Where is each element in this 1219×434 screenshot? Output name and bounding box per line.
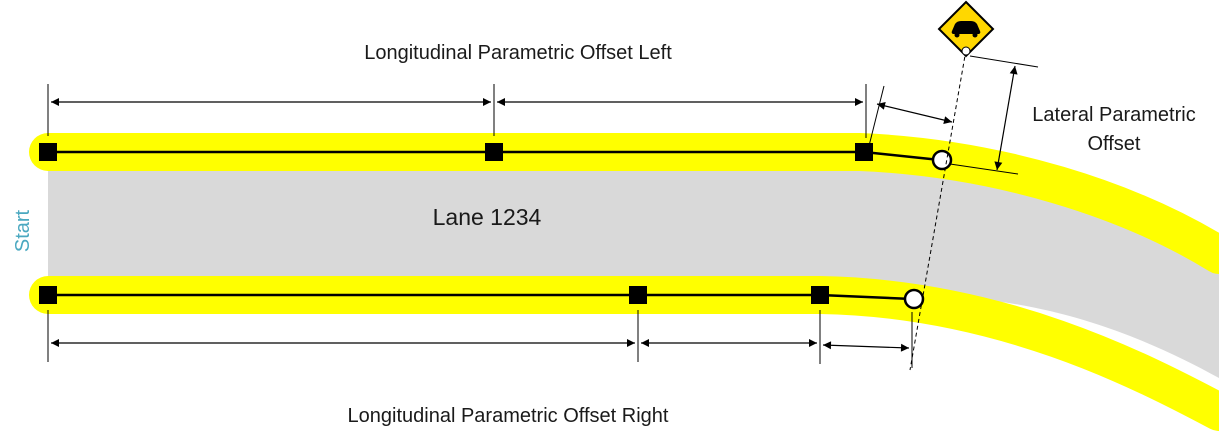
left-offset-point <box>931 149 953 171</box>
top-offset-label: Longitudinal Parametric Offset Left <box>364 42 672 64</box>
left-vertex <box>855 143 873 161</box>
dim-arrow <box>994 65 1018 171</box>
lateral-offset-label-line2: Offset <box>1088 133 1141 155</box>
right-boundary-highlight <box>29 276 1219 431</box>
right-boundary-line <box>48 293 913 301</box>
left-vertex <box>39 143 57 161</box>
extension-lines <box>47 55 1039 368</box>
right-offset-point <box>903 288 925 310</box>
lane-label: Lane 1234 <box>433 204 542 230</box>
lane-surface <box>48 165 1219 378</box>
bottom-offset-label: Longitudinal Parametric Offset Right <box>348 405 669 427</box>
start-label: Start <box>12 209 34 252</box>
right-vertex <box>39 286 57 304</box>
right-vertex <box>629 286 647 304</box>
left-vertex <box>485 143 503 161</box>
car-icon <box>951 21 981 38</box>
right-vertex <box>811 286 829 304</box>
lateral-offset-label-line1: Lateral Parametric <box>1032 104 1195 126</box>
road-sign <box>937 0 995 58</box>
dimension-arrows <box>51 65 1018 352</box>
dim-arrow <box>876 101 953 125</box>
projection-line <box>909 49 967 371</box>
left-boundary-line <box>48 150 941 162</box>
dim-arrow <box>822 341 910 352</box>
